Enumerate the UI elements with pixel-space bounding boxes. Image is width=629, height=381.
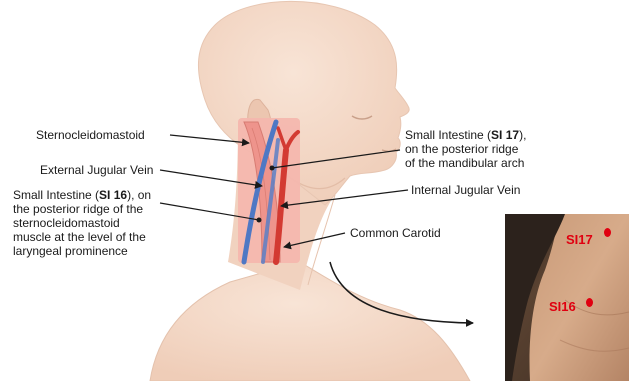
si17-line2: on the posterior ridge <box>405 142 526 156</box>
si16-line5: laryngeal prominence <box>13 244 151 258</box>
label-sternocleidomastoid: Sternocleidomastoid <box>36 128 145 142</box>
si16-label-post: ), on <box>127 188 151 202</box>
si17-point-marker <box>604 228 611 237</box>
si16-point-marker <box>586 298 593 307</box>
label-internal-jugular-vein: Internal Jugular Vein <box>411 183 520 197</box>
si17-label-pre: Small Intestine ( <box>405 128 491 142</box>
si17-label-post: ), <box>519 128 526 142</box>
neck-anatomy-cutaway <box>238 118 300 263</box>
label-si16: Small Intestine (SI 16), on the posterio… <box>13 188 151 258</box>
si17-code: SI 17 <box>491 128 519 142</box>
label-common-carotid: Common Carotid <box>350 226 441 240</box>
si17-line3: of the mandibular arch <box>405 156 526 170</box>
label-si17: Small Intestine (SI 17), on the posterio… <box>405 128 526 170</box>
label-external-jugular-vein: External Jugular Vein <box>40 163 153 177</box>
si16-line2: the posterior ridge of the <box>13 202 151 216</box>
photo-label-si17: SI17 <box>566 232 593 247</box>
si16-line4: muscle at the level of the <box>13 230 151 244</box>
photo-label-si16: SI16 <box>549 299 576 314</box>
si16-line3: sternocleidomastoid <box>13 216 151 230</box>
si16-label-pre: Small Intestine ( <box>13 188 99 202</box>
si16-code: SI 16 <box>99 188 127 202</box>
